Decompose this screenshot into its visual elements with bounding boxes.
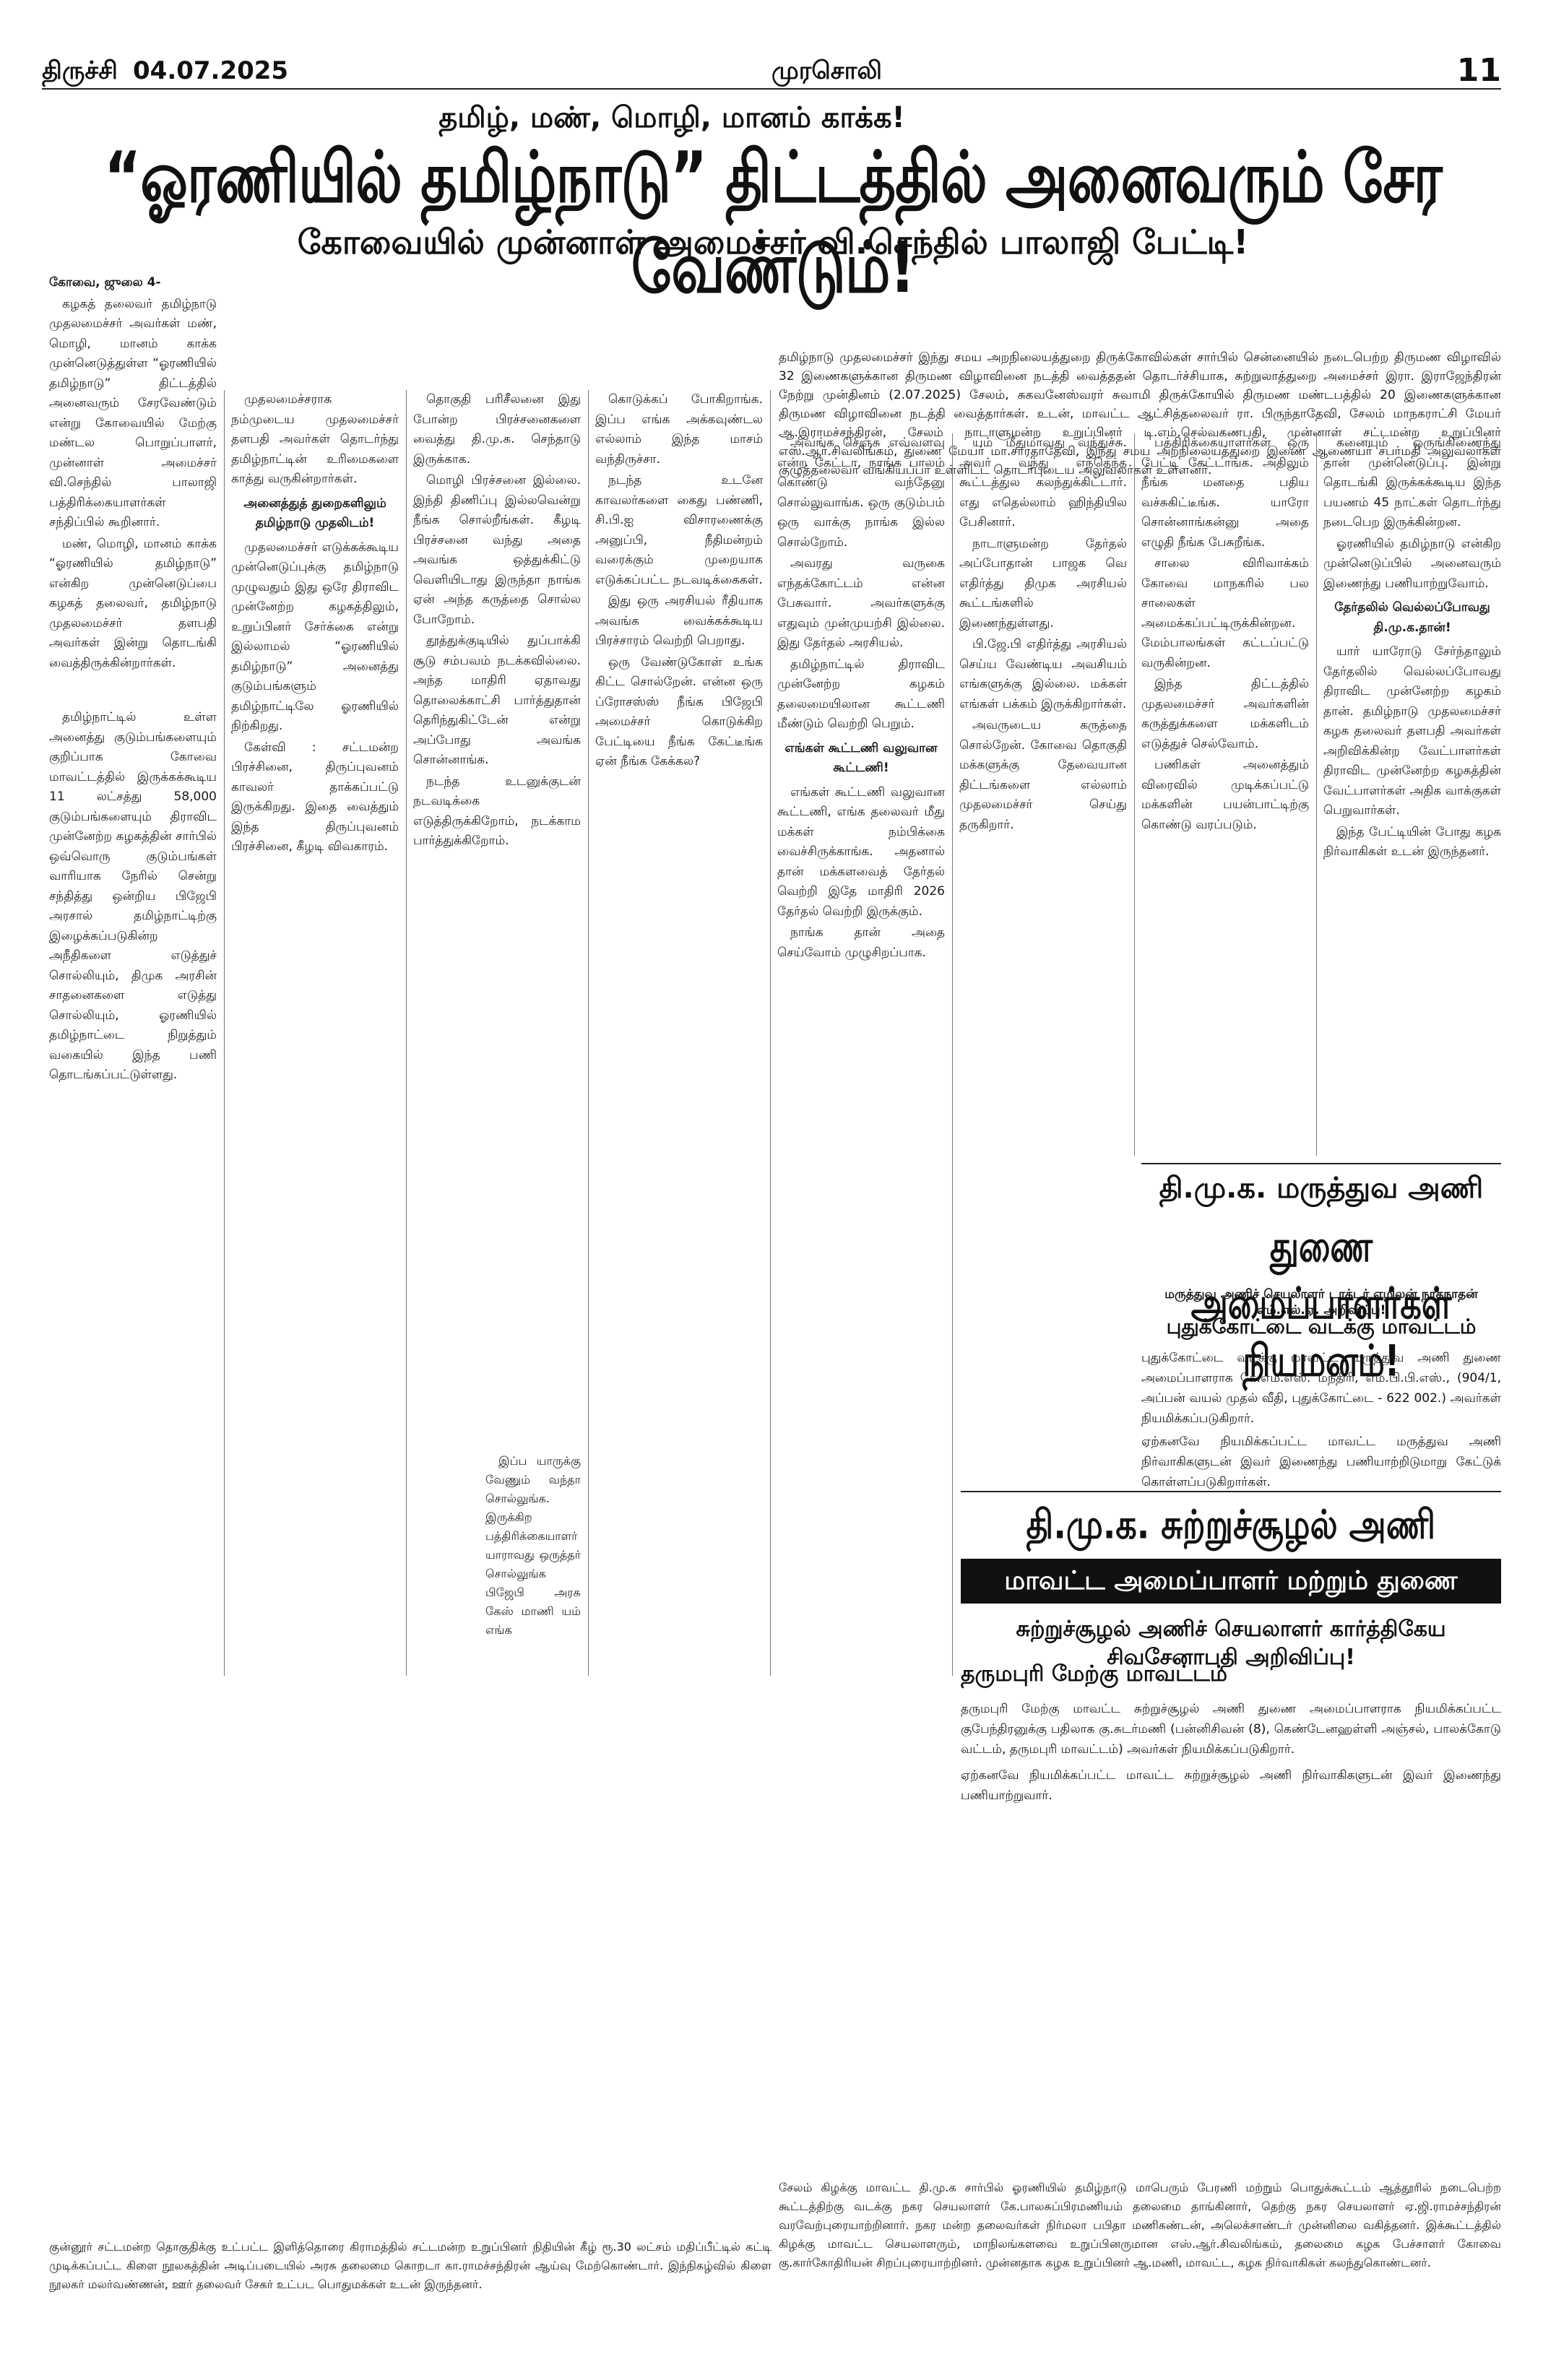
- story-paragraph: எங்கள் கூட்டணி வலுவான கூட்டணி, எங்க தலைவ…: [777, 784, 945, 919]
- sidebox-rule: [1141, 1163, 1501, 1164]
- story-column-1: கோவை, ஜுலை 4- கழகத் தலைவர் தமிழ்நாடு முத…: [49, 273, 217, 706]
- masthead: திருச்சி 04.07.2025 முரசொலி 11: [42, 52, 1501, 89]
- story-paragraph: ஒரு வேண்டுகோள் உங்க கிட்ட சொல்றேன். என்ன…: [595, 654, 763, 769]
- sidebox2-body2: ஏற்கனவே நியமிக்கப்பட்ட மாவட்ட சுற்றுச்சூ…: [961, 1768, 1501, 1803]
- masthead-city: திருச்சி: [42, 56, 118, 85]
- story-paragraph: நடந்த உடனுக்குடன் நடவடிக்கை எடுத்திருக்க…: [413, 774, 581, 849]
- story-paragraph: பத்திரிக்கையாளர்கள் ஒரு பேட்டி கேட்டாங்க…: [1141, 436, 1309, 550]
- story-column-5: அவங்க செஞ்சு எவ்வளவு என்ற கேட்டா, நாங்க …: [777, 433, 945, 1676]
- sidebox2-announcement: சுற்றுச்சூழல் அணிச் செயலாளர் கார்த்திகேய…: [1016, 1617, 1446, 1670]
- story-paragraph: நடந்த உடனே காவலர்களை கைது பண்ணி, சி.பி.ஐ…: [595, 473, 763, 587]
- story-column-1-cont: தமிழ்நாட்டில் உள்ள அனைத்து குடும்பங்களைய…: [49, 708, 217, 1676]
- story-paragraph: தூத்துக்குடியில் துப்பாக்கி சூடு சம்பவம்…: [413, 633, 581, 767]
- story-paragraph: யார் யாரோடு சேர்ந்தாலும் தேர்தலில் வெல்ல…: [1323, 644, 1501, 818]
- column-rule: [588, 390, 589, 1676]
- story-subheading: தேர்தலில் வெல்லப்போவது தி.மு.க.தான்!: [1334, 600, 1490, 635]
- story-paragraph: கனையும் ஒருங்கிணைந்து தான் முன்னெடுப்பு.…: [1323, 436, 1501, 529]
- story-paragraph: நாங்க தான் அதை செய்வோம் முழுசிறப்பாக.: [777, 925, 945, 960]
- sidebox1-headline: துணை அமைப்பாளர்கள் நியமனம்!: [1190, 1221, 1452, 1386]
- story-paragraph: யம் மீதுமாவது வந்துச்சு. அவர் வந்து எந்த…: [959, 436, 1127, 529]
- story-column-7: பத்திரிக்கையாளர்கள் ஒரு பேட்டி கேட்டாங்க…: [1141, 433, 1309, 1148]
- column-rule: [952, 433, 953, 1676]
- story-column-3-narrow: இப்ப யாருக்கு வேணும் வந்தா சொல்லுங்க. இர…: [485, 1452, 581, 1676]
- photo-caption: தமிழ்நாடு முதலமைச்சர் இந்து சமய அறநிலையத…: [779, 350, 1501, 477]
- sidebox2-label: தி.மு.க. சுற்றுச்சூழல் அணி: [1026, 1501, 1436, 1548]
- story-column-8: கனையும் ஒருங்கிணைந்து தான் முன்னெடுப்பு.…: [1323, 433, 1501, 1148]
- story-paragraph: முதலமைச்சராக நம்முடைய முதலமைச்சர் தளபதி …: [231, 392, 399, 486]
- sidebox1-district: புதுக்கோட்டை வடக்கு மாவட்டம்: [1166, 1315, 1477, 1338]
- story-paragraph: முதலமைச்சர் எடுக்கக்கூடிய முன்னெடுப்புக்…: [231, 540, 399, 734]
- story-paragraph: அவரது வருகை எந்தக்கோட்டம் என்ன பேசுவார்.…: [777, 556, 945, 650]
- column-rule: [406, 390, 407, 1676]
- sidebox1-label: தி.மு.க. மருத்துவ அணி: [1159, 1172, 1484, 1205]
- story-paragraph: கேள்வி : சட்டமன்ற பிரச்சினை, திருப்புவனம…: [231, 740, 399, 854]
- story-paragraph: கழகத் தலைவர் தமிழ்நாடு முதலமைச்சர் அவர்க…: [49, 296, 217, 530]
- story-paragraph: இந்த திட்டத்தில் முதலமைச்சர் அவர்களின் க…: [1141, 677, 1309, 751]
- story-paragraph: அவருடைய கருத்தை சொல்றேன். கோவை தொகுதி மக…: [959, 718, 1127, 832]
- story-paragraph: சாலை விரிவாக்கம் கோவை மாநகரில் பல சாலைகள…: [1141, 556, 1309, 670]
- column-rule: [1316, 433, 1317, 1156]
- story-paragraph: பணிகள் அனைத்தும் விரைவில் முடிக்கப்பட்டு…: [1141, 758, 1309, 832]
- story-column-4: கொடுக்கப் போகிறாங்க. இப்ப எங்க அக்கவுண்ட…: [595, 390, 763, 1676]
- sidebox1-body: புதுக்கோட்டை வடக்கு மாவட்ட மருத்துவ அணி …: [1141, 1351, 1501, 1426]
- sidebox1-body2: ஏற்கனவே நியமிக்கப்பட்ட மாவட்ட மருத்துவ அ…: [1141, 1435, 1501, 1489]
- column-rule: [770, 390, 771, 1676]
- story-dateline: கோவை, ஜுலை 4-: [49, 275, 161, 290]
- story-paragraph: கொடுக்கப் போகிறாங்க. இப்ப எங்க அக்கவுண்ட…: [595, 392, 763, 467]
- story-paragraph: பி.ஜே.பி எதிர்த்து அரசியல் செய்ய வேண்டிய…: [959, 637, 1127, 711]
- story-paragraph: இப்ப யாருக்கு வேணும் வந்தா சொல்லுங்க. இர…: [485, 1454, 581, 1637]
- story-column-6: யம் மீதுமாவது வந்துச்சு. அவர் வந்து எந்த…: [959, 433, 1127, 1676]
- bottom-left-caption: குன்னூர் சட்டமன்ற தொகுதிக்கு உட்பட்ட இளி…: [49, 2240, 772, 2291]
- story-paragraph: மொழி பிரச்சனை இல்லை. இந்தி திணிப்பு இல்ல…: [413, 473, 581, 627]
- bottom-right-caption: சேலம் கிழக்கு மாவட்ட தி.மு.க சார்பில் ஓர…: [779, 2181, 1501, 2269]
- story-subheading: அனைத்துத் துறைகளிலும் தமிழ்நாடு முதலிடம்…: [243, 496, 386, 531]
- story-paragraph: மண், மொழி, மானம் காக்க “ஓரணியில் தமிழ்நா…: [49, 536, 217, 670]
- story-kicker: தமிழ், மண், மொழி, மானம் காக்க!: [438, 101, 905, 134]
- sidebox1-announcement: மருத்துவ அணிச் செயலாளர் டாக்டர் எழிலன் ந…: [1164, 1287, 1478, 1317]
- story-headline: “ஓரணியில் தமிழ்நாடு” திட்டத்தில் அனைவரும…: [104, 137, 1443, 309]
- masthead-date: 04.07.2025: [133, 56, 289, 85]
- story-subheading: எங்கள் கூட்டணி வலுவான கூட்டணி!: [785, 740, 938, 776]
- story-column-3: தொகுதி பரிசீலனை இது போன்ற பிரச்சனைகளை வை…: [413, 390, 581, 1452]
- story-paragraph: அவங்க செஞ்சு எவ்வளவு என்ற கேட்டா, நாங்க …: [777, 436, 945, 550]
- sidebox2-body: தருமபுரி மேற்கு மாவட்ட சுற்றுச்சூழல் அணி…: [961, 1702, 1501, 1757]
- sidebox2-headline: மாவட்ட அமைப்பாளர் மற்றும் துணை அமைப்பாளர…: [961, 1559, 1501, 1640]
- column-rule: [224, 390, 225, 1676]
- story-paragraph: இந்த பேட்டியின் போது கழக நிர்வாகிகள் உடன…: [1323, 824, 1501, 860]
- story-paragraph: நாடாளுமன்ற தேர்தல் அப்போதான் பாஜக வெ எதி…: [959, 536, 1127, 631]
- masthead-paper-name: முரசொலி: [772, 56, 882, 85]
- story-subhead: கோவையில் முன்னாள் அமைச்சர் வி.செந்தில் ப…: [297, 222, 1249, 261]
- page-number: 11: [1456, 52, 1501, 89]
- story-paragraph: ஓரணியில் தமிழ்நாடு என்கிற முன்னெடுப்பில்…: [1323, 536, 1501, 591]
- sidebox2-district: தருமபுரி மேற்கு மாவட்டம்: [961, 1661, 1228, 1687]
- column-rule: [1134, 433, 1135, 1156]
- story-paragraph: தொகுதி பரிசீலனை இது போன்ற பிரச்சனைகளை வை…: [413, 392, 581, 467]
- story-paragraph: தமிழ்நாட்டில் உள்ள அனைத்து குடும்பங்களைய…: [49, 710, 217, 1082]
- sidebox2-rule: [961, 1491, 1501, 1492]
- story-paragraph: இது ஒரு அரசியல் ரீதியாக அவங்க வைக்கக்கூட…: [595, 594, 763, 648]
- story-column-2: முதலமைச்சராக நம்முடைய முதலமைச்சர் தளபதி …: [231, 390, 399, 1676]
- masthead-rule: [42, 88, 1501, 90]
- story-paragraph: தமிழ்நாட்டில் திராவிட முன்னேற்ற கழகம் தல…: [777, 657, 945, 732]
